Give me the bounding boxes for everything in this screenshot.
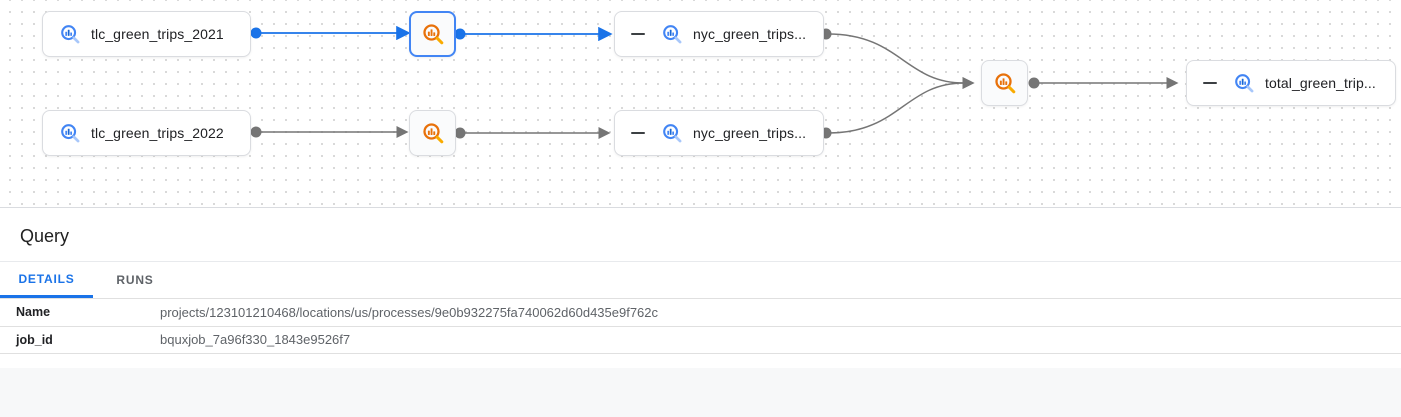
table-row: job_id bquxjob_7a96f330_1843e9526f7 <box>0 326 1401 353</box>
node-label: tlc_green_trips_2021 <box>91 26 224 42</box>
table-row: Name projects/123101210468/locations/us/… <box>0 299 1401 326</box>
process-query-search-icon <box>422 24 443 45</box>
collapse-minus-icon[interactable] <box>1203 82 1217 84</box>
bigquery-table-icon <box>61 124 80 143</box>
lineage-node-total-green-trips[interactable]: total_green_trip... <box>1186 60 1396 106</box>
process-query-search-icon <box>422 123 443 144</box>
node-label: tlc_green_trips_2022 <box>91 125 224 141</box>
bigquery-table-icon <box>663 25 682 44</box>
lineage-node-tlc-green-trips-2022[interactable]: tlc_green_trips_2022 <box>42 110 251 156</box>
lineage-process-node-selected[interactable] <box>409 11 456 57</box>
detail-value-job-id: bquxjob_7a96f330_1843e9526f7 <box>160 332 351 347</box>
node-label: total_green_trip... <box>1265 75 1376 91</box>
tab-details[interactable]: DETAILS <box>0 262 93 298</box>
detail-value-name: projects/123101210468/locations/us/proce… <box>160 304 659 320</box>
lineage-node-tlc-green-trips-2021[interactable]: tlc_green_trips_2021 <box>42 11 251 57</box>
bigquery-table-icon <box>1235 74 1254 93</box>
collapse-minus-icon[interactable] <box>631 132 645 134</box>
lineage-graph-canvas[interactable]: tlc_green_trips_2021 nyc_green_trips. <box>0 0 1401 208</box>
node-label: nyc_green_trips... <box>693 125 807 141</box>
detail-label-job-id: job_id <box>16 332 53 347</box>
bigquery-table-icon <box>663 124 682 143</box>
panel-tabs: DETAILS RUNS <box>0 262 1401 299</box>
lineage-process-node-merge[interactable] <box>981 60 1028 106</box>
details-table: Name projects/123101210468/locations/us/… <box>0 299 1401 354</box>
detail-label-name: Name <box>16 305 51 320</box>
panel-title: Query <box>0 209 1401 262</box>
sql-code-block: CREATE TABLE `myproject.data_lineage_dem… <box>0 368 1401 417</box>
tab-runs[interactable]: RUNS <box>116 273 154 287</box>
lineage-node-nyc-green-trips-2022[interactable]: nyc_green_trips... <box>614 110 824 156</box>
lineage-node-nyc-green-trips-2021[interactable]: nyc_green_trips... <box>614 11 824 57</box>
lineage-edges <box>250 25 1179 139</box>
bigquery-table-icon <box>61 25 80 44</box>
lineage-process-node[interactable] <box>409 110 456 156</box>
collapse-minus-icon[interactable] <box>631 33 645 35</box>
process-query-search-icon <box>994 73 1015 94</box>
node-label: nyc_green_trips... <box>693 26 807 42</box>
